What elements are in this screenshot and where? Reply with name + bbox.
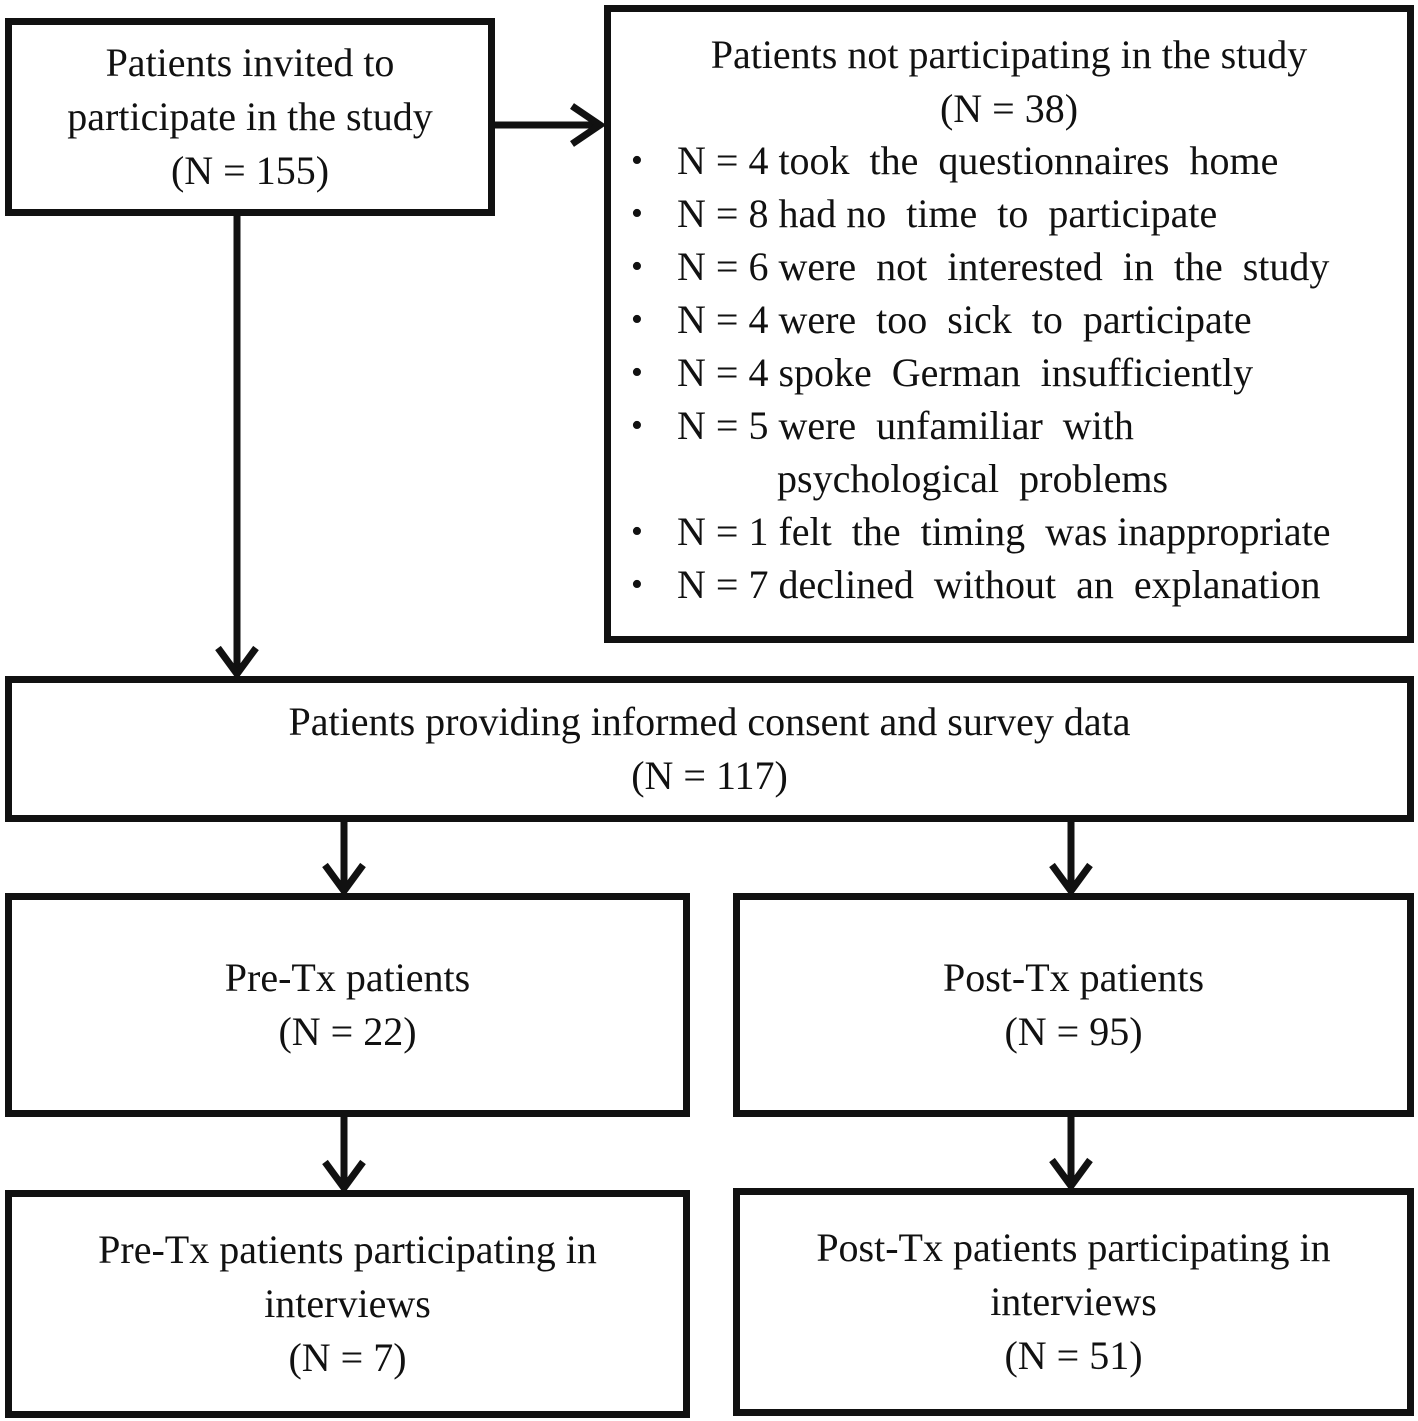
post-tx-box: Post-Tx patients (N = 95) <box>733 893 1414 1117</box>
post-tx-interviews-line2: interviews <box>990 1279 1157 1324</box>
reasons-list: N = 4 took the questionnaires home N = 8… <box>631 134 1331 611</box>
pre-tx-interviews-box: Pre-Tx patients participating in intervi… <box>5 1190 690 1418</box>
pre-tx-interviews-count: (N = 7) <box>288 1335 407 1380</box>
reason-item: N = 8 had no time to participate <box>631 187 1331 240</box>
invited-line1: Patients invited to <box>105 40 395 85</box>
arrowhead-pre-to-interviews <box>322 1159 366 1194</box>
pre-tx-interviews-line2: interviews <box>264 1281 431 1326</box>
post-tx-interviews-count: (N = 51) <box>1004 1333 1143 1378</box>
reason-item: N = 4 were too sick to participate <box>631 293 1331 346</box>
not-participating-box: Patients not participating in the study … <box>604 5 1414 643</box>
invited-line2: participate in the study <box>67 94 433 139</box>
consent-count: (N = 117) <box>631 753 788 798</box>
reason-item: N = 6 were not interested in the study <box>631 240 1331 293</box>
consent-box: Patients providing informed consent and … <box>5 676 1414 822</box>
post-tx-title: Post-Tx patients <box>942 955 1205 1000</box>
arrowhead-invited-to-excluded <box>570 103 607 147</box>
consent-title: Patients providing informed consent and … <box>288 699 1131 744</box>
pre-tx-box: Pre-Tx patients (N = 22) <box>5 893 690 1117</box>
invited-count: (N = 155) <box>170 148 330 193</box>
reason-item: N = 7 declined without an explanation <box>631 558 1331 611</box>
reason-item: N = 5 were unfamiliar with psychological… <box>631 399 1331 505</box>
invited-box: Patients invited to participate in the s… <box>5 18 495 216</box>
pre-tx-count: (N = 22) <box>278 1009 417 1054</box>
post-tx-interviews-box: Post-Tx patients participating in interv… <box>733 1188 1414 1416</box>
arrowhead-consent-to-post <box>1049 862 1093 897</box>
post-tx-count: (N = 95) <box>1004 1009 1143 1054</box>
pre-tx-interviews-line1: Pre-Tx patients participating in <box>98 1227 597 1272</box>
pre-tx-title: Pre-Tx patients <box>224 955 471 1000</box>
reason-item: N = 4 took the questionnaires home <box>631 134 1331 187</box>
arrowhead-consent-to-pre <box>322 862 366 897</box>
not-participating-count: (N = 38) <box>939 86 1079 131</box>
reason-item: N = 1 felt the timing was inappropriate <box>631 505 1331 558</box>
arrowhead-post-to-interviews <box>1049 1157 1093 1192</box>
post-tx-interviews-line1: Post-Tx patients participating in <box>816 1225 1331 1270</box>
not-participating-title: Patients not participating in the study <box>710 32 1308 77</box>
arrowhead-invited-to-consent <box>215 645 259 680</box>
reason-item: N = 4 spoke German insufficiently <box>631 346 1331 399</box>
